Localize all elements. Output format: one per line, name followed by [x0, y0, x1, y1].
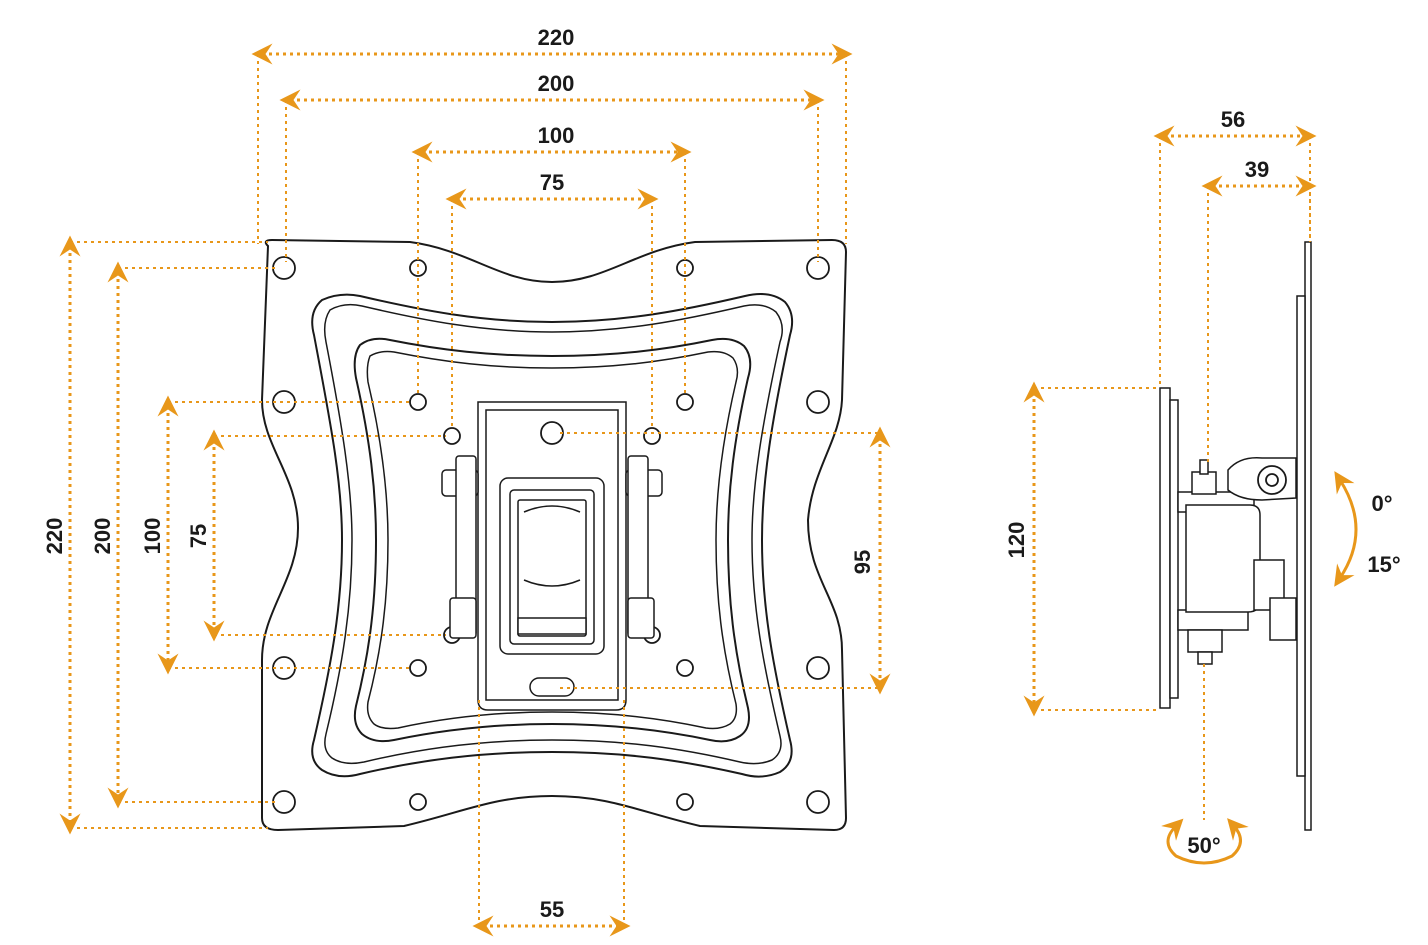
dim-label-39: 39 — [1245, 157, 1269, 182]
swivel-arc — [1161, 818, 1249, 865]
wall-bracket — [441, 401, 663, 711]
dim-label-120: 120 — [1004, 522, 1029, 559]
front-guides — [70, 54, 880, 926]
tilt-indicator — [1334, 471, 1358, 587]
dim-label-220-left: 220 — [42, 518, 67, 555]
side-view-mount — [1159, 241, 1312, 831]
dim-label-100-top: 100 — [538, 123, 575, 148]
front-dimension-labels: 220 200 100 75 220 200 100 75 95 55 — [42, 25, 875, 922]
swivel-indicator — [1161, 818, 1249, 865]
dim-label-75-left: 75 — [186, 524, 211, 548]
tilt-down-label: 15° — [1367, 552, 1400, 577]
dim-label-55: 55 — [540, 897, 564, 922]
dim-label-200-left: 200 — [90, 518, 115, 555]
dim-label-56: 56 — [1221, 107, 1245, 132]
front-mount-plate — [260, 238, 848, 832]
side-dimension-lines — [1023, 125, 1317, 717]
tilt-up-label: 0° — [1371, 491, 1392, 516]
dim-label-75-top: 75 — [540, 170, 564, 195]
vesa-holes — [272, 256, 830, 814]
front-dimension-lines — [59, 43, 891, 937]
dim-label-200-top: 200 — [538, 71, 575, 96]
dim-label-95: 95 — [850, 550, 875, 574]
side-dimension-labels: 56 39 120 0° 15° 50° — [1004, 107, 1401, 858]
tilt-arc — [1334, 471, 1358, 587]
dim-label-100-left: 100 — [140, 518, 165, 555]
swivel-label: 50° — [1187, 833, 1220, 858]
dim-label-220-top: 220 — [538, 25, 575, 50]
